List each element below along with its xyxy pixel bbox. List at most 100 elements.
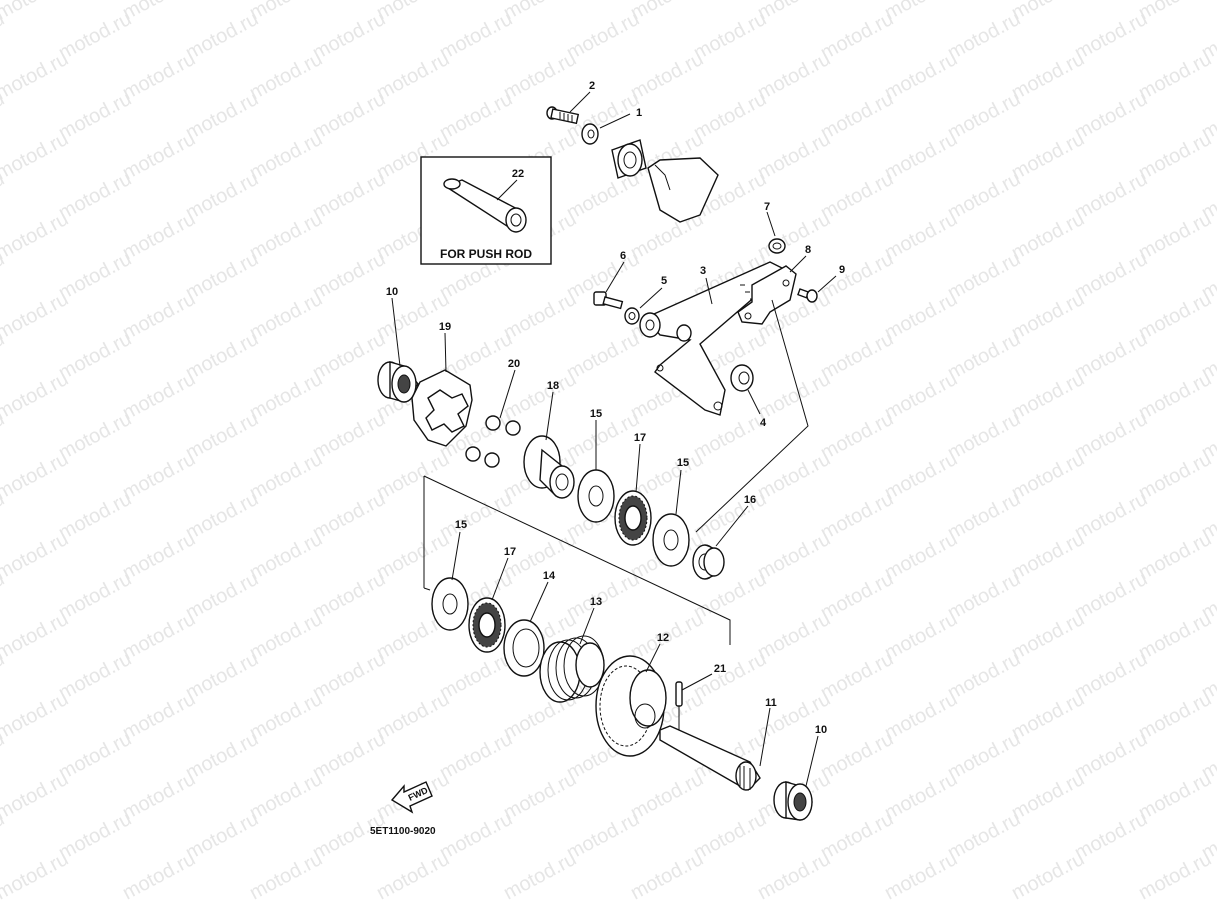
- part-thrust-bearing-17-b[interactable]: [468, 597, 506, 653]
- part-washer-5[interactable]: [624, 307, 640, 325]
- callout-6: 6: [620, 250, 626, 262]
- watermark-text: motod.ru: [817, 88, 897, 144]
- watermark-text: motod.ru: [182, 728, 262, 784]
- part-spring-13[interactable]: [539, 635, 605, 703]
- part-push-rod-sleeve-22[interactable]: [443, 178, 527, 233]
- part-gear-12[interactable]: [595, 655, 667, 757]
- watermark-text: motod.ru: [881, 288, 961, 344]
- watermark-text: motod.ru: [563, 8, 643, 64]
- part-hub-18[interactable]: [523, 435, 575, 499]
- callout-5: 5: [661, 275, 667, 287]
- watermark-text: motod.ru: [563, 568, 643, 624]
- watermark-text: motod.ru: [690, 408, 770, 464]
- part-screw-9[interactable]: [797, 288, 818, 303]
- watermark-text: motod.ru: [881, 608, 961, 664]
- watermark-text: motod.ru: [436, 808, 516, 864]
- watermark-text: motod.ru: [1008, 368, 1088, 424]
- watermark-text: motod.ru: [246, 688, 326, 744]
- callout-8: 8: [805, 244, 811, 256]
- watermark-text: motod.ru: [1008, 608, 1088, 664]
- part-pin-21[interactable]: [675, 681, 683, 732]
- part-washer-15-b[interactable]: [652, 513, 690, 567]
- watermark-text: motod.ru: [881, 528, 961, 584]
- part-bearing-10-upper[interactable]: [377, 361, 419, 403]
- watermark-text: motod.ru: [1071, 568, 1151, 624]
- watermark-text: motod.ru: [309, 728, 389, 784]
- part-bracket-8[interactable]: [737, 265, 797, 325]
- part-bolt-2[interactable]: [546, 106, 580, 125]
- watermark-text: motod.ru: [0, 0, 72, 24]
- part-bolt-6[interactable]: [593, 291, 624, 310]
- callout-11: 11: [765, 697, 777, 709]
- watermark-text: motod.ru: [246, 608, 326, 664]
- callout-15-b: 15: [677, 457, 689, 469]
- watermark-text: motod.ru: [817, 168, 897, 224]
- watermark-text: motod.ru: [0, 288, 72, 344]
- part-cylinder-housing: [647, 157, 719, 223]
- watermark-text: motod.ru: [55, 248, 135, 304]
- watermark-text: motod.ru: [563, 328, 643, 384]
- watermark-text: motod.ru: [119, 208, 199, 264]
- watermark-text: motod.ru: [119, 448, 199, 504]
- watermark-text: motod.ru: [817, 808, 897, 864]
- watermark-text: motod.ru: [754, 528, 834, 584]
- part-balls-20[interactable]: [465, 415, 521, 468]
- watermark-text: motod.ru: [182, 408, 262, 464]
- watermark-text: motod.ru: [1008, 288, 1088, 344]
- part-cam-19[interactable]: [411, 369, 473, 447]
- watermark-text: motod.ru: [0, 208, 72, 264]
- watermark-text: motod.ru: [55, 88, 135, 144]
- part-washer-15-c[interactable]: [431, 577, 469, 631]
- watermark-text: motod.ru: [246, 768, 326, 824]
- watermark-text: motod.ru: [309, 248, 389, 304]
- part-washer-7[interactable]: [768, 238, 786, 254]
- part-collar-4[interactable]: [730, 364, 754, 392]
- watermark-text: motod.ru: [817, 568, 897, 624]
- part-plate-14[interactable]: [503, 619, 545, 677]
- watermark-text: motod.ru: [690, 8, 770, 64]
- watermark-text: motod.ru: [373, 48, 453, 104]
- watermark-text: motod.ru: [1008, 208, 1088, 264]
- part-washer-15-a[interactable]: [577, 469, 615, 523]
- watermark-text: motod.ru: [627, 768, 707, 824]
- watermark-text: motod.ru: [944, 408, 1024, 464]
- watermark-text: motod.ru: [817, 408, 897, 464]
- watermark-text: motod.ru: [436, 728, 516, 784]
- watermark-text: motod.ru: [817, 8, 897, 64]
- callout-16: 16: [744, 494, 756, 506]
- watermark-text: motod.ru: [1135, 448, 1215, 504]
- watermark-text: motod.ru: [944, 8, 1024, 64]
- watermark-text: motod.ru: [1071, 728, 1151, 784]
- watermark-text: motod.ru: [55, 568, 135, 624]
- watermark-text: motod.ru: [754, 128, 834, 184]
- watermark-text: motod.ru: [55, 488, 135, 544]
- watermark-text: motod.ru: [817, 328, 897, 384]
- callout-10-lower: 10: [815, 724, 827, 736]
- watermark-text: motod.ru: [309, 328, 389, 384]
- part-collar-16[interactable]: [692, 544, 725, 580]
- callout-22: 22: [512, 168, 524, 180]
- watermark-text: motod.ru: [1071, 488, 1151, 544]
- part-bearing-10-lower[interactable]: [773, 781, 813, 821]
- watermark-text: motod.ru: [0, 128, 72, 184]
- watermark-text: motod.ru: [246, 128, 326, 184]
- callout-13: 13: [590, 596, 602, 608]
- part-collar-1[interactable]: [581, 123, 599, 145]
- watermark-text: motod.ru: [119, 688, 199, 744]
- watermark-text: motod.ru: [119, 848, 199, 904]
- callout-15-c: 15: [455, 519, 467, 531]
- watermark-text: motod.ru: [0, 48, 72, 104]
- watermark-text: motod.ru: [309, 88, 389, 144]
- watermark-text: motod.ru: [373, 448, 453, 504]
- part-thrust-bearing-17-a[interactable]: [614, 490, 652, 546]
- watermark-text: motod.ru: [309, 8, 389, 64]
- watermark-text: motod.ru: [373, 528, 453, 584]
- watermark-text: motod.ru: [0, 848, 72, 904]
- callout-21: 21: [714, 663, 726, 675]
- part-shaft-11[interactable]: [659, 725, 761, 791]
- watermark-text: motod.ru: [182, 808, 262, 864]
- watermark-text: motod.ru: [309, 568, 389, 624]
- watermark-text: motod.ru: [0, 688, 72, 744]
- watermark-text: motod.ru: [881, 848, 961, 904]
- watermark-text: motod.ru: [182, 328, 262, 384]
